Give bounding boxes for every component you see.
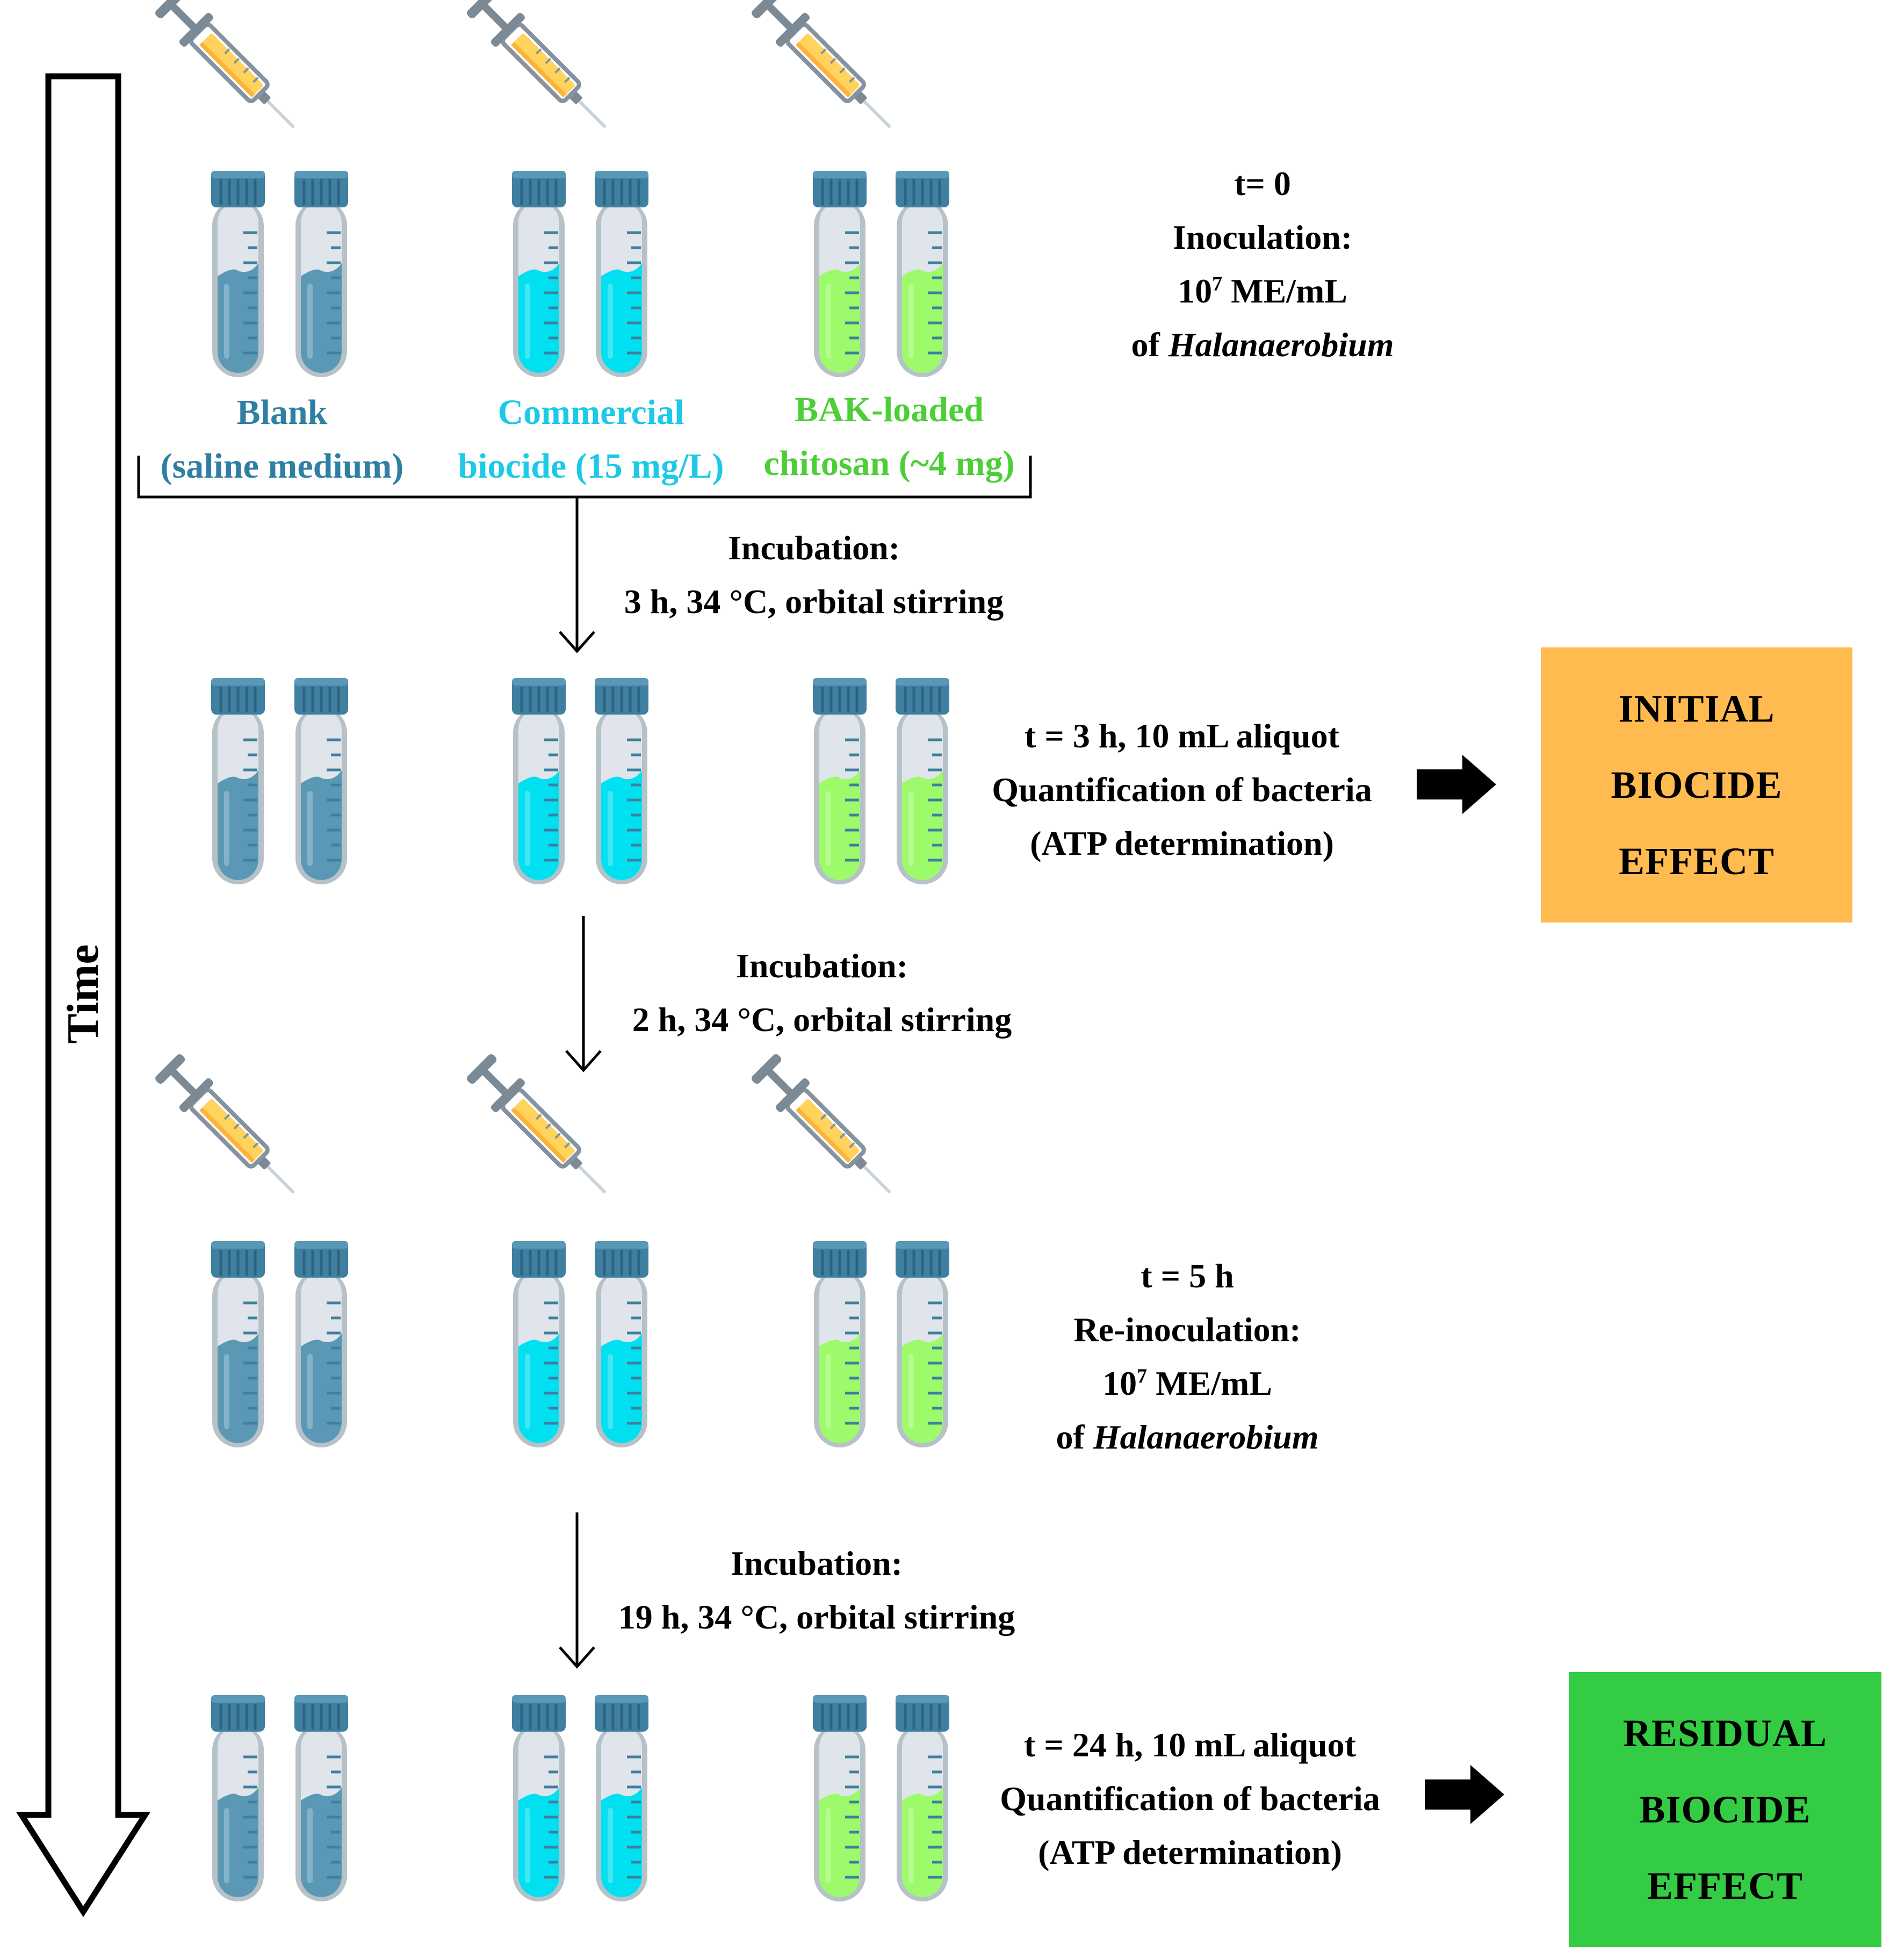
time-label: Time: [58, 944, 108, 1044]
test-tube-icon: [211, 678, 265, 884]
step-incubation-3: Incubation: 19 h, 34 °C, orbital stirrin…: [618, 1544, 1015, 1636]
test-tube-icon: [595, 678, 648, 884]
flow-arrow-3: [559, 1512, 595, 1669]
step-incubation-1: Incubation: 3 h, 34 °C, orbital stirring: [624, 529, 1004, 621]
test-tube-icon: [211, 1695, 265, 1901]
test-tube-icon: [595, 171, 648, 377]
flow-arrow-1: [559, 497, 595, 653]
syringe-icon: [748, 0, 904, 141]
test-tube-icon: [512, 1241, 566, 1447]
syringe-icon: [152, 0, 308, 141]
syringe-icon: [463, 0, 619, 141]
step-t5: t = 5 h Re-inoculation: 107 ME/mL of Hal…: [1056, 1257, 1319, 1456]
test-tube-icon: [294, 1695, 348, 1901]
group-label-commercial: Commercial biocide (15 mg/L): [458, 393, 724, 486]
test-tube-icon: [512, 678, 566, 884]
group-label-blank: Blank (saline medium): [160, 393, 404, 486]
test-tube-icon: [896, 678, 949, 884]
syringe-icon: [748, 1050, 904, 1207]
residual-biocide-effect-box: RESIDUAL BIOCIDE EFFECT: [1569, 1672, 1881, 1947]
time-arrow: [16, 73, 151, 1918]
test-tube-icon: [595, 1241, 648, 1447]
group-bracket: [137, 456, 1032, 499]
test-tube-icon: [896, 1241, 949, 1447]
test-tube-icon: [294, 1241, 348, 1447]
test-tube-icon: [512, 1695, 566, 1901]
test-tube-icon: [211, 1241, 265, 1447]
test-tube-icon: [294, 678, 348, 884]
test-tube-icon: [211, 171, 265, 377]
test-tube-icon: [896, 1695, 949, 1901]
step-incubation-2: Incubation: 2 h, 34 °C, orbital stirring: [632, 947, 1012, 1039]
group-label-bak: BAK-loaded chitosan (~4 mg): [763, 390, 1015, 483]
step-t0: t= 0 Inoculation: 107 ME/mL of Halanaero…: [1131, 164, 1394, 364]
test-tube-icon: [813, 1241, 867, 1447]
right-arrow-icon: [1425, 1765, 1504, 1824]
test-tube-icon: [813, 678, 867, 884]
step-t24: t = 24 h, 10 mL aliquot Quantification o…: [1000, 1726, 1380, 1871]
test-tube-icon: [595, 1695, 648, 1901]
initial-biocide-effect-box: INITIAL BIOCIDE EFFECT: [1541, 647, 1852, 923]
right-arrow-icon: [1417, 755, 1496, 814]
step-t3: t = 3 h, 10 mL aliquot Quantification of…: [992, 717, 1372, 862]
test-tube-icon: [294, 171, 348, 377]
test-tube-icon: [813, 171, 867, 377]
syringe-icon: [463, 1050, 619, 1207]
test-tube-icon: [896, 171, 949, 377]
syringe-icon: [152, 1050, 308, 1207]
test-tube-icon: [813, 1695, 867, 1901]
flow-arrow-2: [565, 916, 602, 1072]
test-tube-icon: [512, 171, 566, 377]
